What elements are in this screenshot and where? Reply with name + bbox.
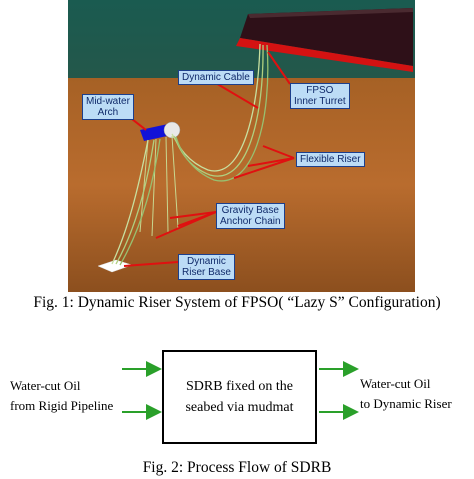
sdrb-line2: seabed via mudmat xyxy=(185,400,294,415)
label-flexible-riser: Flexible Riser xyxy=(296,152,365,167)
flexible-risers xyxy=(111,43,269,266)
figure1-caption: Fig. 1: Dynamic Riser System of FPSO( “L… xyxy=(33,294,441,311)
flow-arrows xyxy=(122,361,359,420)
input-line2: from Rigid Pipeline xyxy=(10,398,114,413)
label-arch-line1: Mid-water xyxy=(86,96,130,107)
label-dynamic-cable: Dynamic Cable xyxy=(178,70,254,85)
label-gravity-line1: Gravity Base xyxy=(221,205,279,216)
label-dynamic-riser-base: Dynamic Riser Base xyxy=(178,254,235,280)
label-riser-base-line2: Riser Base xyxy=(182,267,231,278)
input-line1: Water-cut Oil xyxy=(10,378,81,393)
callout-pointers xyxy=(122,51,295,267)
riser-system-scene xyxy=(68,0,415,292)
label-gravity-base-anchor-chain: Gravity Base Anchor Chain xyxy=(216,203,285,229)
label-fpso-inner-turret: FPSO Inner Turret xyxy=(290,83,350,109)
input-label: Water-cut Oil from Rigid Pipeline xyxy=(10,376,113,416)
output-label: Water-cut Oil to Dynamic Riser xyxy=(360,374,452,414)
figure2-caption: Fig. 2: Process Flow of SDRB xyxy=(142,459,332,476)
mid-water-arch xyxy=(140,121,181,141)
sdrb-process-box: SDRB fixed on the seabed via mudmat xyxy=(162,350,317,444)
output-line2: to Dynamic Riser xyxy=(360,396,452,411)
label-mid-water-arch: Mid-water Arch xyxy=(82,94,134,120)
sdrb-line1: SDRB fixed on the xyxy=(186,379,293,394)
label-gravity-line2: Anchor Chain xyxy=(220,216,281,227)
output-line1: Water-cut Oil xyxy=(360,376,431,391)
fpso-hull xyxy=(236,8,413,72)
label-arch-line2: Arch xyxy=(97,107,119,118)
label-riser-base-line1: Dynamic xyxy=(187,256,226,267)
label-fpso-line2: Inner Turret xyxy=(294,96,346,107)
label-fpso-line1: FPSO xyxy=(306,85,334,96)
